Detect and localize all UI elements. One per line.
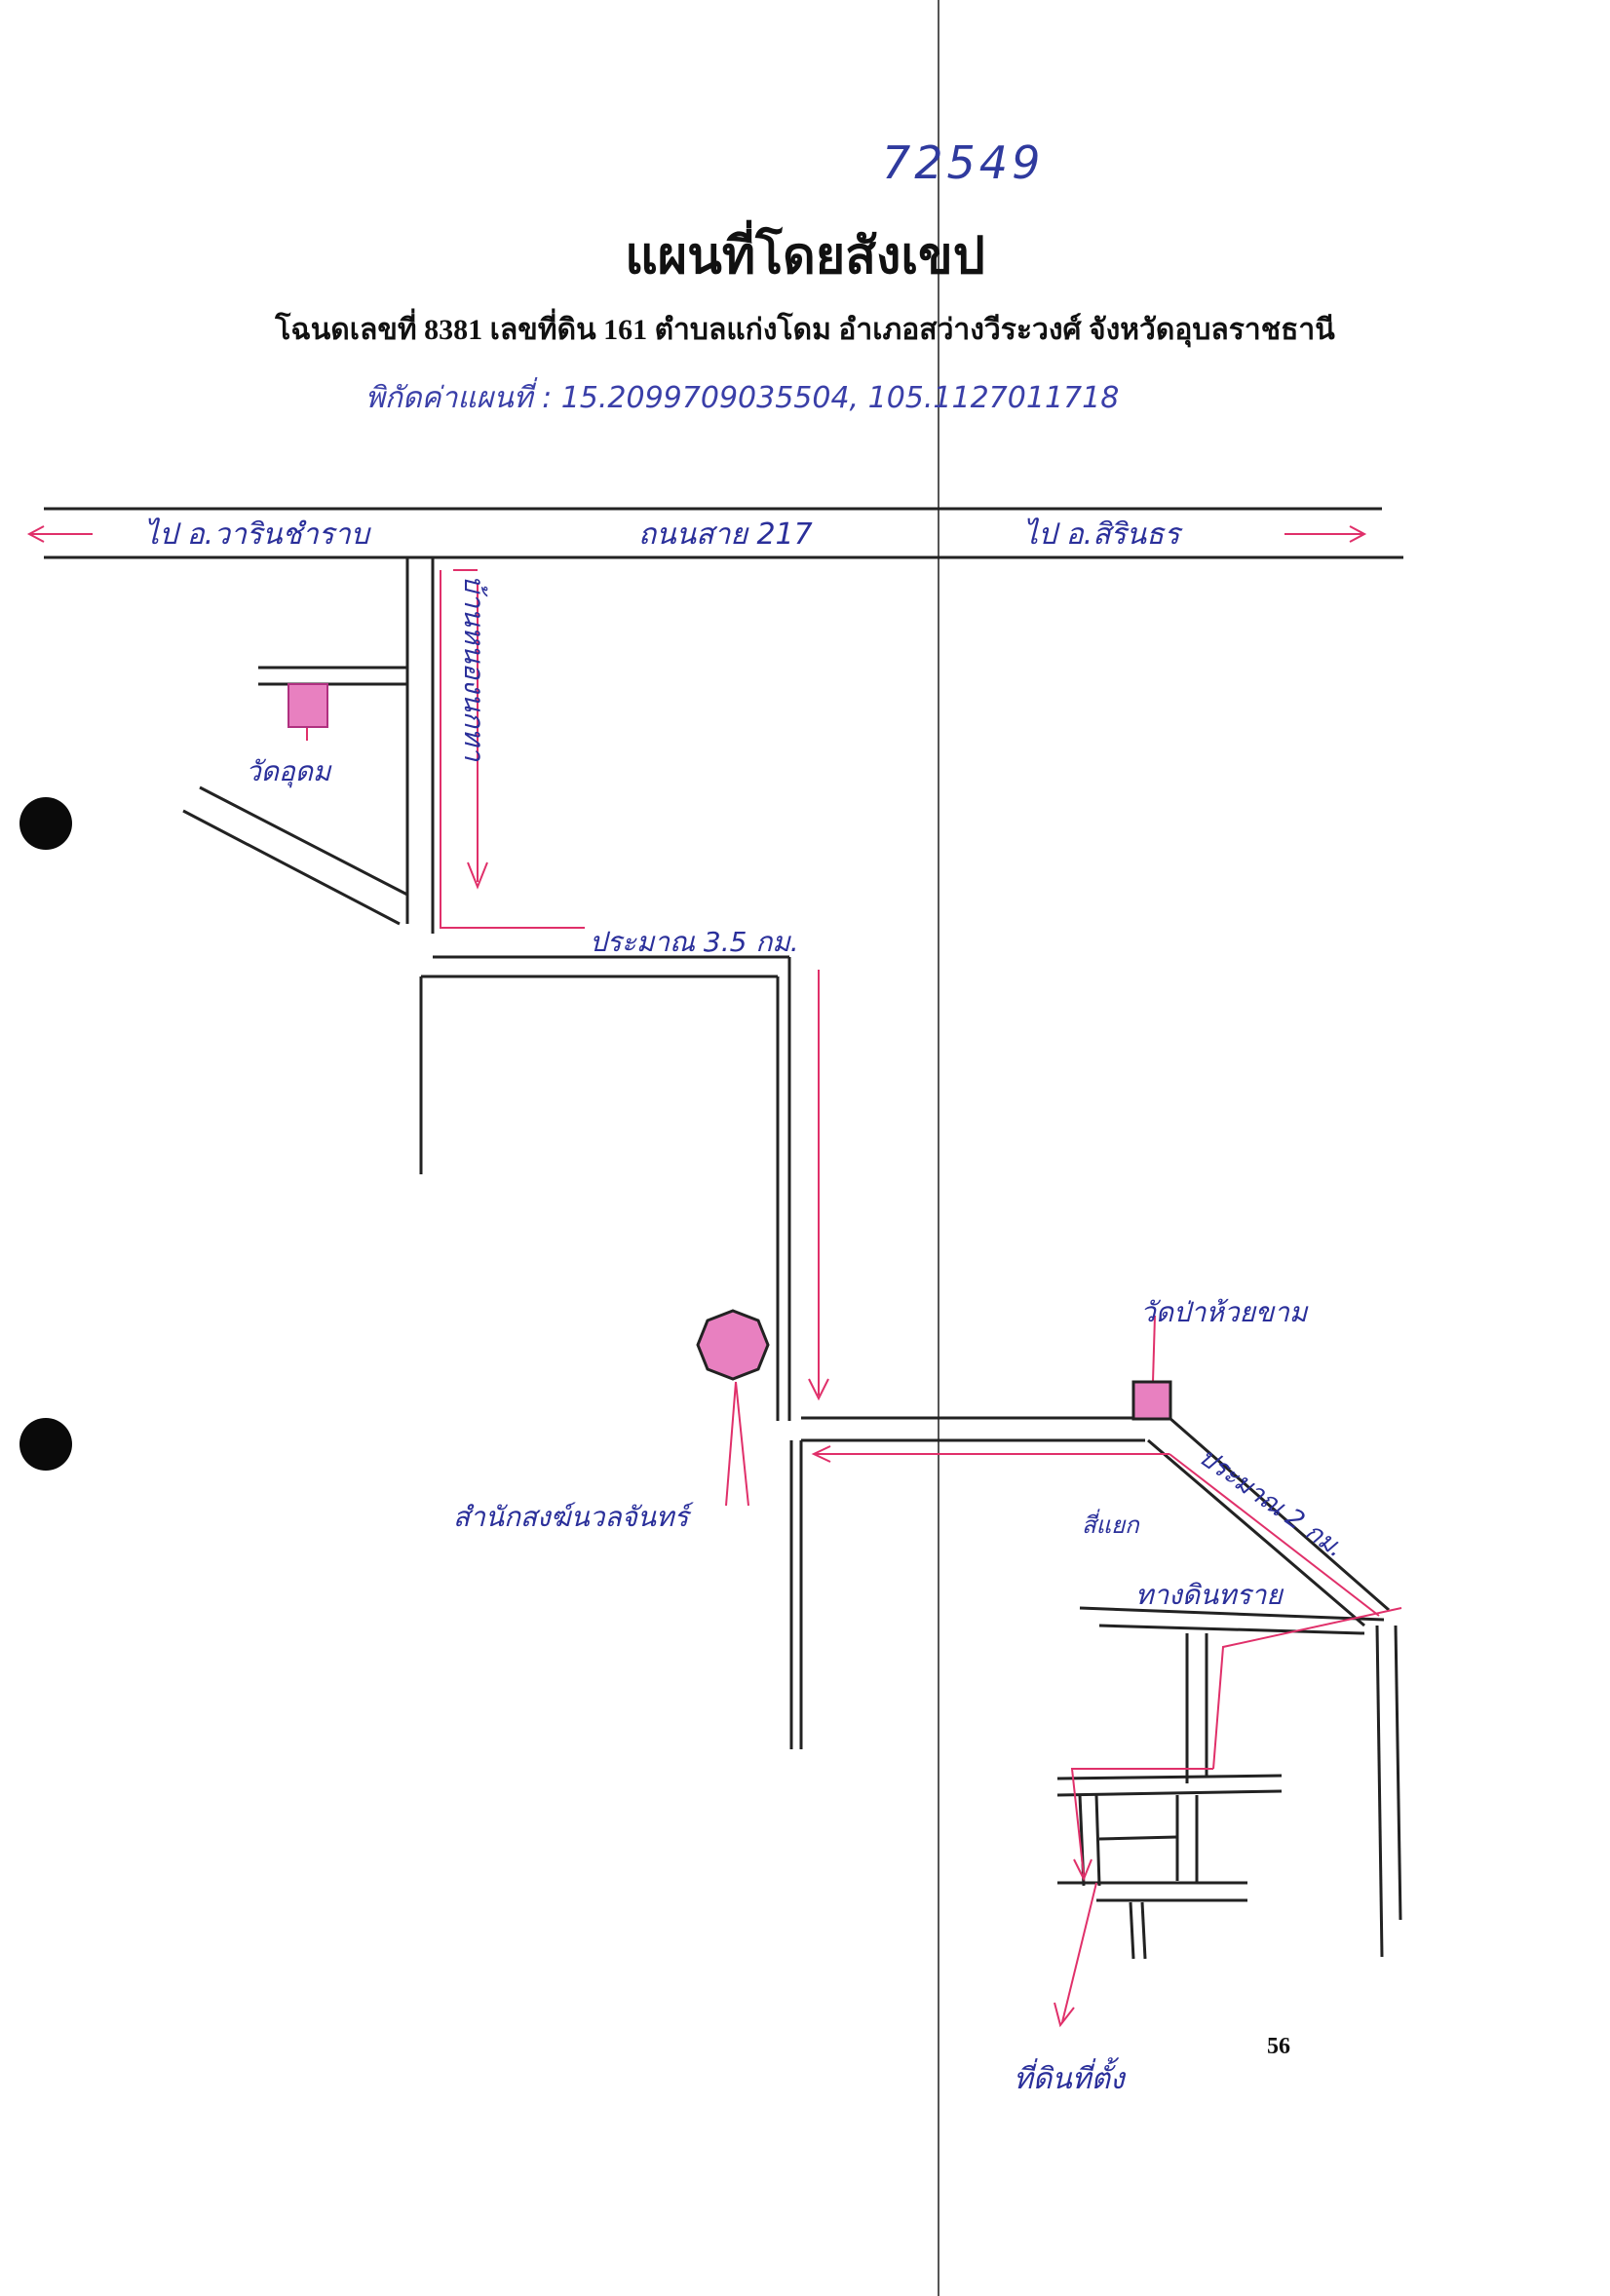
temple-pointer-b (735, 1381, 749, 1507)
document-number: 72549 (882, 136, 1045, 189)
site-road-g-left (1129, 1901, 1135, 1960)
label-dirt-road: ทางดินทราย (1135, 1579, 1283, 1611)
site-road-g-right (1140, 1901, 1147, 1960)
page-fold-line (938, 0, 939, 2296)
label-site: ที่ดินที่ตั้ง (1014, 2062, 1125, 2096)
label-highway: ถนนสาย 217 (638, 517, 813, 552)
route-segment-6 (1070, 1768, 1213, 1877)
route-segment-6-head (1073, 1858, 1092, 1882)
label-distance-1: ประมาณ 3.5 กม. (590, 926, 799, 958)
temple-hexagon-icon (696, 1309, 770, 1381)
coordinates-note: พิกัดค่าแผนที่ : 15.2099709035504, 105.1… (365, 381, 1120, 415)
label-temple: สำนักสงฆ์นวลจันทร์ (453, 1501, 689, 1533)
wat2-square-icon (1131, 1380, 1172, 1421)
page-title: แผนที่โดยสังเขป (625, 229, 985, 285)
label-village-road: บ้านหนองนกทา (458, 575, 490, 761)
wat2-pointer (1152, 1315, 1156, 1383)
route-segment-4 (1169, 1453, 1380, 1617)
label-to-east: ไป อ.สิรินธร (1023, 517, 1180, 552)
binder-hole-top (19, 797, 72, 850)
page-number: 56 (1267, 2034, 1290, 2059)
dirt-road-bottom (1098, 1624, 1365, 1635)
diagonal-road-bottom (182, 809, 401, 926)
site-road-c-right (1094, 1794, 1101, 1887)
route-segment-3-head (811, 1445, 831, 1463)
deed-subtitle: โฉนดเลขที่ 8381 เลขที่ดิน 161 ตำบลแก่งโด… (275, 314, 1335, 346)
site-road-b-bottom (1056, 1789, 1283, 1797)
east-arrow-head (1349, 525, 1367, 543)
route-arrow-down-head (467, 861, 488, 890)
west-arrow-head (26, 525, 45, 543)
diagonal-road-top (199, 785, 408, 897)
route-segment-2-head (808, 1378, 829, 1401)
site-pointer-line (1061, 1882, 1097, 2023)
binder-hole-bottom (19, 1418, 72, 1471)
route-segment-1 (440, 570, 585, 929)
site-road-b-top (1056, 1774, 1283, 1780)
wat-square-icon (288, 683, 328, 728)
label-wat: วัดอุดม (246, 755, 331, 787)
junction-diag-top (1169, 1416, 1390, 1612)
label-wat-2: วัดป่าห้วยขาม (1140, 1296, 1308, 1328)
east-long-road-right (1394, 1625, 1402, 1921)
site-road-d (1098, 1835, 1178, 1841)
junction-diag-bottom (1147, 1438, 1365, 1627)
east-long-road-left (1375, 1625, 1384, 1958)
dirt-road-top (1079, 1606, 1385, 1622)
site-pointer-head (1054, 2002, 1075, 2028)
label-junction: สี่แยก (1082, 1512, 1139, 1539)
label-to-west: ไป อ.วารินชำราบ (144, 517, 369, 552)
route-segment-5 (1212, 1607, 1402, 1770)
temple-pointer-a (725, 1381, 737, 1507)
